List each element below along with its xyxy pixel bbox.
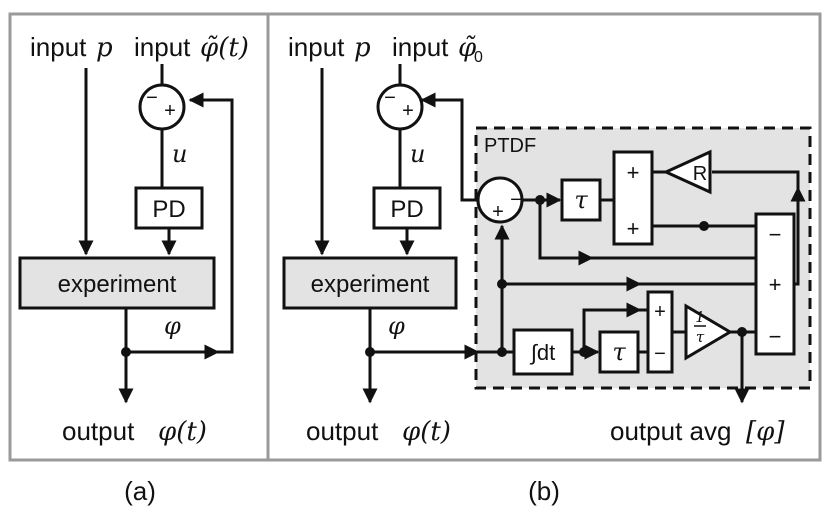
panel-a-sum-plus: +: [164, 100, 176, 122]
ptdf-top-adder-plus-1: +: [627, 160, 640, 185]
panel-b-experiment-label: experiment: [311, 271, 430, 298]
ptdf-tau-bottom-box: [598, 330, 640, 374]
panel-a: input p input φ̃(t) − + u PD experiment …: [18, 32, 249, 447]
panel-b-sum-plus: +: [402, 100, 414, 122]
ptdf-integrator-box: [512, 328, 574, 376]
panel-a-frame: [8, 12, 270, 462]
ptdf-label: PTDF: [484, 135, 536, 157]
ptdf-correction-arrow: [420, 92, 478, 202]
ptdf-adder-out-to-gain: [712, 170, 800, 286]
panel-a-phi-label: φ: [164, 312, 181, 340]
panel-a-input-phi-symbol: φ̃(t): [200, 33, 249, 63]
ptdf-integrator-label: ∫dt: [529, 340, 555, 365]
ptdf-top-adder-plus-2: +: [627, 216, 640, 241]
panel-a-caption: (a): [124, 476, 156, 506]
ptdf-inverse-tau-denominator: τ: [696, 328, 705, 346]
panel-b-u-label: u: [410, 140, 425, 168]
ptdf-small-adder-plus: +: [654, 301, 666, 323]
panel-a-output-symbol: φ(t): [158, 417, 207, 447]
ptdf-gain-label: R: [693, 163, 707, 185]
ptdf-inverse-tau-triangle: [684, 303, 733, 361]
panel-a-pd-box: [134, 186, 204, 230]
panel-a-experiment-label: experiment: [58, 271, 177, 298]
ptdf-tau-bottom-label: τ: [612, 338, 626, 366]
panel-b-pd-label: PD: [390, 196, 423, 223]
panel-b-sum-minus: −: [384, 87, 396, 109]
ptdf-right-adder-plus: +: [769, 272, 782, 297]
ptdf-gain-triangle: [662, 149, 712, 195]
panel-b-input-phi-subscript: 0: [474, 49, 483, 66]
panel-a-output-word: output: [62, 416, 135, 446]
ptdf-inverse-tau-numerator: 1: [695, 308, 705, 326]
ptdf-tau-top-label: τ: [574, 186, 588, 214]
ptdf-small-adder-minus: −: [654, 343, 666, 365]
panel-b-output-word: output: [306, 416, 379, 446]
ptdf-small-adder: [646, 290, 674, 374]
ptdf-top-adder: [612, 150, 654, 246]
panel-b-output-symbol: φ(t): [402, 417, 451, 447]
panel-a-feedback-return: [188, 92, 234, 354]
panel-b-input-p-symbol: p: [354, 33, 371, 63]
panel-a-input-p-symbol: p: [96, 33, 113, 63]
panel-a-sum-minus: −: [146, 87, 158, 109]
ptdf-sum-plus: +: [492, 201, 504, 223]
panel-b: input p input φ̃ 0 − + u PD experiment φ…: [282, 32, 812, 447]
panel-b-phi-label: φ: [388, 312, 405, 340]
panel-a-experiment-box: [18, 256, 216, 310]
ptdf-right-adder-minus-1: −: [769, 222, 782, 247]
panel-b-caption: (b): [528, 476, 560, 506]
panel-b-input-phi-symbol: φ̃: [458, 33, 477, 63]
panel-a-u-label: u: [172, 140, 187, 168]
panel-a-input-p-word: input: [30, 32, 87, 62]
ptdf-tau-top-box: [560, 178, 602, 222]
panel-b-output-avg-word: output avg: [610, 416, 731, 446]
ptdf-right-adder-minus-2: −: [769, 324, 782, 349]
panel-a-pd-label: PD: [152, 196, 185, 223]
panel-b-input-p-word: input: [288, 32, 345, 62]
panel-b-input-phi-word: input: [392, 32, 449, 62]
panel-b-experiment-box: [282, 256, 458, 310]
ptdf-sum-minus: −: [510, 189, 522, 211]
panel-b-output-avg-symbol: [φ]: [746, 417, 785, 447]
panel-a-input-phi-word: input: [134, 32, 191, 62]
